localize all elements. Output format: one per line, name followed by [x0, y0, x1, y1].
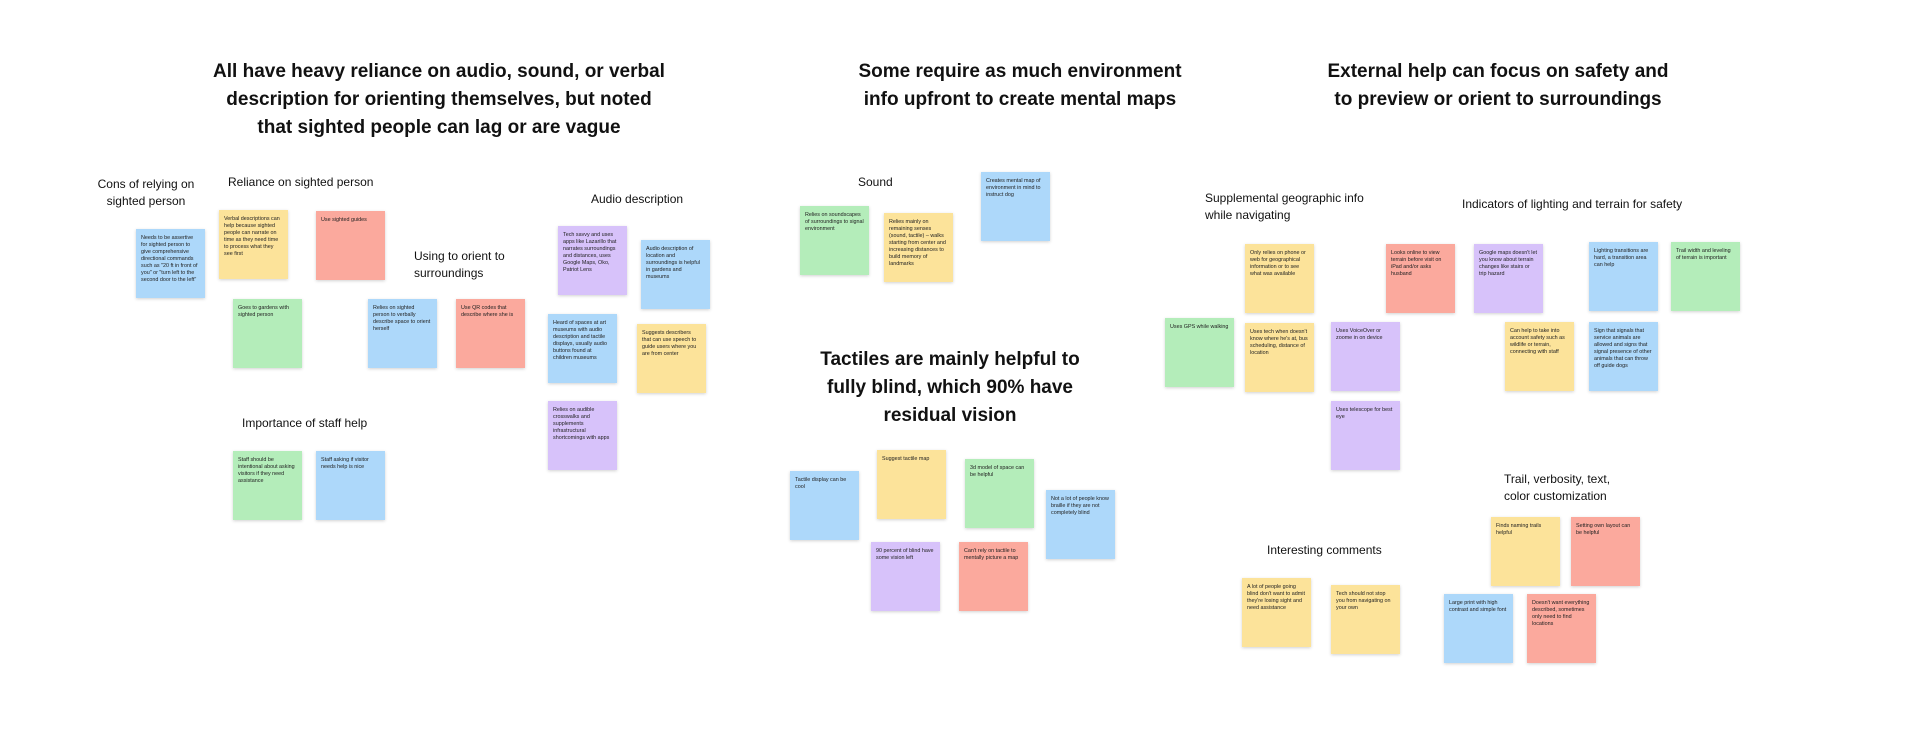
sticky-note[interactable]: Staff should be intentional about asking…: [233, 451, 302, 520]
sticky-note[interactable]: Doesn't want everything described, somet…: [1527, 594, 1596, 663]
label-trail-customization: Trail, verbosity, text, color customizat…: [1504, 472, 1611, 503]
label-sound: Sound: [858, 175, 893, 189]
sticky-note[interactable]: Tech should not stop you from navigating…: [1331, 585, 1400, 654]
sticky-note[interactable]: Needs to be assertive for sighted person…: [136, 229, 205, 298]
sticky-note[interactable]: Uses tech when doesn't know where he's a…: [1245, 323, 1314, 392]
sticky-note[interactable]: Uses GPS while walking: [1165, 318, 1234, 387]
label-lighting-terrain: Indicators of lighting and terrain for s…: [1462, 197, 1683, 211]
label-supplemental-geo: Supplemental geographic info while navig…: [1205, 191, 1364, 222]
sticky-note[interactable]: Uses telescope for best eye: [1331, 401, 1400, 470]
sticky-note[interactable]: Heard of spaces at art museums with audi…: [548, 314, 617, 383]
sticky-note[interactable]: Can help to take into account safety suc…: [1505, 322, 1574, 391]
sticky-note[interactable]: Use sighted guides: [316, 211, 385, 280]
sticky-note[interactable]: Setting own layout can be helpful: [1571, 517, 1640, 586]
sticky-note[interactable]: Uses VoiceOver or zoome in on device: [1331, 322, 1400, 391]
sticky-note[interactable]: Relies on soundscapes of surroundings to…: [800, 206, 869, 275]
sticky-note[interactable]: Suggests describers that can use speech …: [637, 324, 706, 393]
label-reliance-on-sighted: Reliance on sighted person: [228, 175, 374, 189]
sticky-note[interactable]: Suggest tactile map: [877, 450, 946, 519]
sticky-note[interactable]: Relies mainly on remaining senses (sound…: [884, 213, 953, 282]
sticky-note[interactable]: Google maps doesn't let you know about t…: [1474, 244, 1543, 313]
sticky-note[interactable]: A lot of people going blind don't want t…: [1242, 578, 1311, 647]
sticky-note[interactable]: Creates mental map of environment in min…: [981, 172, 1050, 241]
sticky-note[interactable]: 90 percent of blind have some vision lef…: [871, 542, 940, 611]
sticky-note[interactable]: Relies on sighted person to verbally des…: [368, 299, 437, 368]
sticky-note[interactable]: Tactile display can be cool: [790, 471, 859, 540]
heading-mental-maps: Some require as much environment info up…: [858, 61, 1182, 110]
sticky-note[interactable]: Not a lot of people know braille if they…: [1046, 490, 1115, 559]
heading-tactiles: Tactiles are mainly helpful to fully bli…: [820, 349, 1080, 426]
sticky-note[interactable]: Goes to gardens with sighted person: [233, 299, 302, 368]
sticky-note[interactable]: Staff asking if visitor needs help is ni…: [316, 451, 385, 520]
sticky-note[interactable]: 3d model of space can be helpful: [965, 459, 1034, 528]
label-audio-description: Audio description: [591, 192, 684, 206]
sticky-note[interactable]: Finds naming trails helpful: [1491, 517, 1560, 586]
sticky-note[interactable]: Relies on audible crosswalks and supplem…: [548, 401, 617, 470]
sticky-note[interactable]: Use QR codes that describe where she is: [456, 299, 525, 368]
label-using-to-orient: Using to orient to surroundings: [414, 249, 505, 280]
sticky-note[interactable]: Large print with high contrast and simpl…: [1444, 594, 1513, 663]
label-importance-of-staff: Importance of staff help: [242, 416, 368, 430]
sticky-note[interactable]: Can't rely on tactile to mentally pictur…: [959, 542, 1028, 611]
sticky-note[interactable]: Tech savvy and uses apps like Lazarillo …: [558, 226, 627, 295]
sticky-note[interactable]: Audio description of location and surrou…: [641, 240, 710, 309]
sticky-note[interactable]: Lighting transitions are hard, a transit…: [1589, 242, 1658, 311]
sticky-note[interactable]: Sign that signals that service animals a…: [1589, 322, 1658, 391]
sticky-note[interactable]: Looks online to view terrain before visi…: [1386, 244, 1455, 313]
sticky-note[interactable]: Trail width and leveling of terrain is i…: [1671, 242, 1740, 311]
label-cons-of-relying: Cons of relying on sighted person: [97, 177, 195, 208]
heading-external-help: External help can focus on safety and to…: [1327, 61, 1669, 110]
label-interesting-comments: Interesting comments: [1267, 543, 1382, 557]
sticky-note[interactable]: Verbal descriptions can help because sig…: [219, 210, 288, 279]
sticky-note[interactable]: Only relies on phone or web for geograph…: [1245, 244, 1314, 313]
heading-audio-reliance: All have heavy reliance on audio, sound,…: [213, 61, 665, 138]
